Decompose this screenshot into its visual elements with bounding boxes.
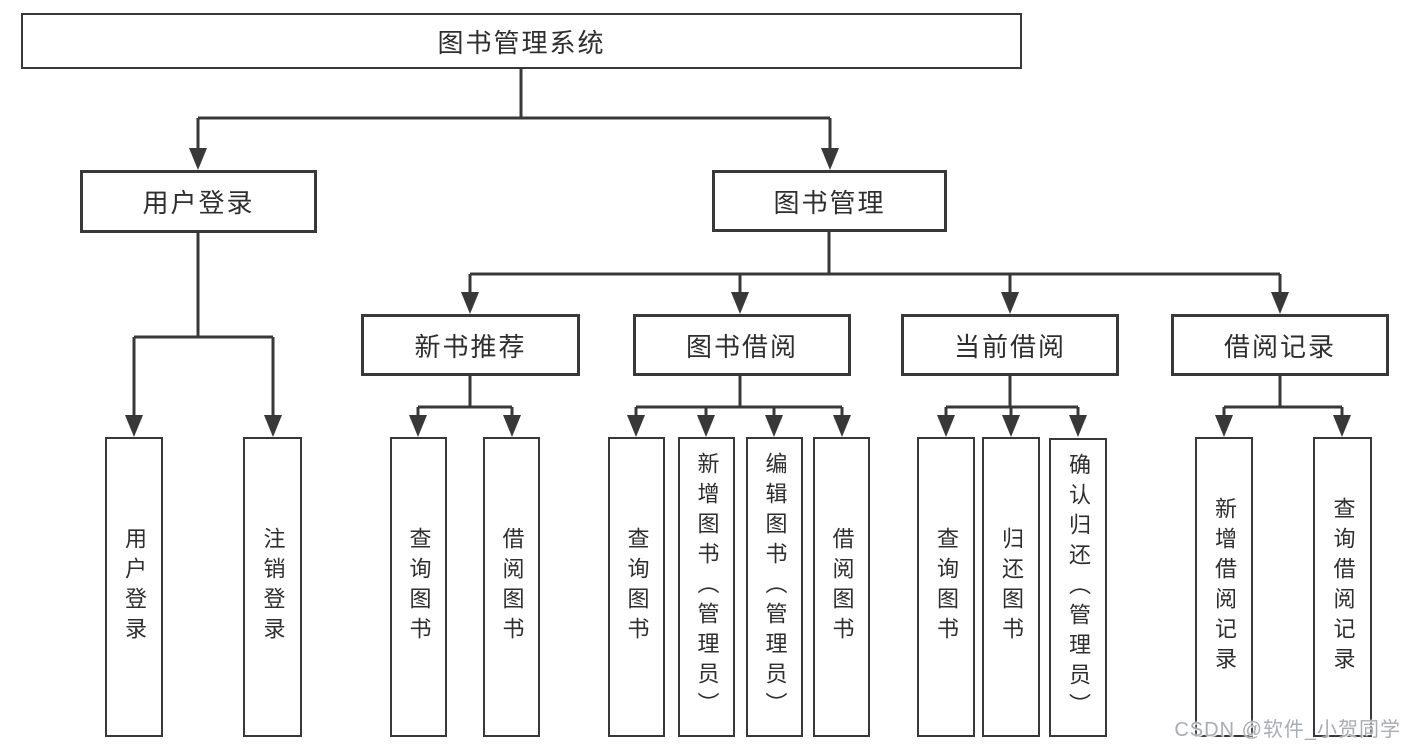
node-label: 图书管理系统: [437, 27, 606, 58]
leaf-label: 查询图书: [934, 527, 959, 647]
node-label: 图书借阅: [685, 331, 798, 362]
leaf-query-books-current: 查询图书: [917, 437, 975, 737]
leaf-label: 借阅图书: [499, 527, 525, 647]
node-book-borrowing: 图书借阅: [633, 314, 851, 376]
node-new-book-recommend: 新书推荐: [361, 314, 580, 376]
leaf-confirm-return-admin: 确认归还（管理员）: [1049, 438, 1107, 737]
node-book-management: 图书管理: [712, 170, 947, 232]
leaf-add-book-admin: 新增图书（管理员）: [678, 437, 735, 737]
leaf-label: 注销登录: [260, 527, 286, 647]
leaf-label: 编辑图书（管理员）: [762, 452, 788, 722]
leaf-add-borrow-record: 新增借阅记录: [1195, 437, 1253, 737]
leaf-edit-book-admin: 编辑图书（管理员）: [746, 437, 803, 737]
leaf-label: 查询借阅记录: [1330, 497, 1356, 677]
node-current-borrowing: 当前借阅: [901, 314, 1119, 376]
leaf-label: 归还图书: [999, 527, 1024, 647]
leaf-label: 新增图书（管理员）: [694, 452, 720, 722]
leaf-user-login: 用户登录: [105, 437, 163, 737]
leaf-query-books-borrowing: 查询图书: [608, 437, 665, 737]
leaf-return-books: 归还图书: [982, 437, 1040, 737]
node-library-management-system: 图书管理系统: [21, 13, 1022, 69]
leaf-logout: 注销登录: [243, 437, 302, 737]
leaf-label: 借阅图书: [829, 527, 855, 647]
leaf-label: 查询图书: [624, 527, 650, 647]
leaf-query-borrow-record: 查询借阅记录: [1313, 437, 1372, 737]
node-borrowing-records: 借阅记录: [1171, 314, 1389, 376]
node-user-login: 用户登录: [80, 170, 317, 233]
node-label: 图书管理: [773, 187, 886, 218]
leaf-label: 确认归还（管理员）: [1066, 452, 1091, 723]
leaf-borrow-books-recommend: 借阅图书: [483, 437, 540, 737]
node-label: 借阅记录: [1223, 331, 1336, 362]
node-label: 用户登录: [142, 188, 255, 218]
node-label: 当前借阅: [953, 331, 1066, 362]
leaf-label: 用户登录: [122, 527, 147, 647]
leaf-query-books-recommend: 查询图书: [390, 437, 447, 737]
leaf-borrow-books-borrowing: 借阅图书: [813, 437, 870, 737]
watermark: CSDN @软件_小贺同学: [1174, 719, 1401, 741]
leaf-label: 新增借阅记录: [1212, 497, 1237, 677]
leaf-label: 查询图书: [406, 527, 432, 647]
node-label: 新书推荐: [414, 331, 527, 362]
